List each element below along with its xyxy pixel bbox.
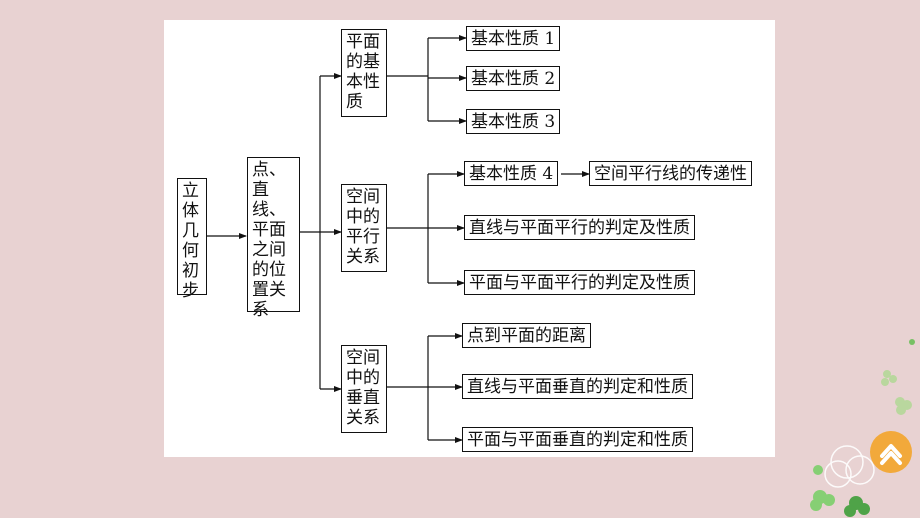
scroll-top-button[interactable]	[870, 431, 912, 473]
extra-label: 空间平行线的传递性	[594, 163, 747, 184]
item-label: 直线与平面垂直的判定和性质	[467, 376, 688, 397]
level1-node: 点、直线、平面之间的位置关系	[247, 157, 300, 320]
item-node: 基本性质 2	[466, 66, 561, 91]
item-label: 平面与平面垂直的判定和性质	[467, 429, 688, 450]
group-label: 空间中的平行关系	[346, 187, 380, 267]
item-node: 平面与平面垂直的判定和性质	[462, 427, 693, 452]
group-label: 空间中的垂直关系	[346, 348, 380, 428]
item-node: 直线与平面垂直的判定和性质	[462, 374, 693, 399]
extra-node: 空间平行线的传递性	[589, 161, 752, 186]
item-node: 基本性质 1	[466, 26, 561, 51]
item-node: 基本性质 3	[466, 109, 561, 134]
item-label: 基本性质 4	[469, 163, 554, 184]
level1-label: 点、直线、平面之间的位置关系	[252, 160, 286, 320]
root-node: 立体几何初步	[177, 178, 207, 301]
item-label: 基本性质 1	[471, 28, 556, 49]
item-label: 平面与平面平行的判定及性质	[469, 272, 690, 293]
item-node: 直线与平面平行的判定及性质	[464, 215, 695, 240]
item-label: 直线与平面平行的判定及性质	[469, 217, 690, 238]
item-label: 基本性质 3	[471, 111, 556, 132]
item-node: 点到平面的距离	[462, 323, 591, 348]
group-node-parallel: 空间中的平行关系	[341, 184, 387, 272]
chevron-up-icon	[880, 444, 902, 465]
item-node: 平面与平面平行的判定及性质	[464, 270, 695, 295]
item-label: 基本性质 2	[471, 68, 556, 89]
item-label: 点到平面的距离	[467, 325, 586, 346]
group-node-basic-properties: 平面的基本性质	[341, 29, 387, 117]
item-node: 基本性质 4	[464, 161, 559, 186]
group-label: 平面的基本性质	[346, 32, 380, 112]
group-node-perpendicular: 空间中的垂直关系	[341, 345, 387, 433]
root-label: 立体几何初步	[182, 181, 199, 301]
